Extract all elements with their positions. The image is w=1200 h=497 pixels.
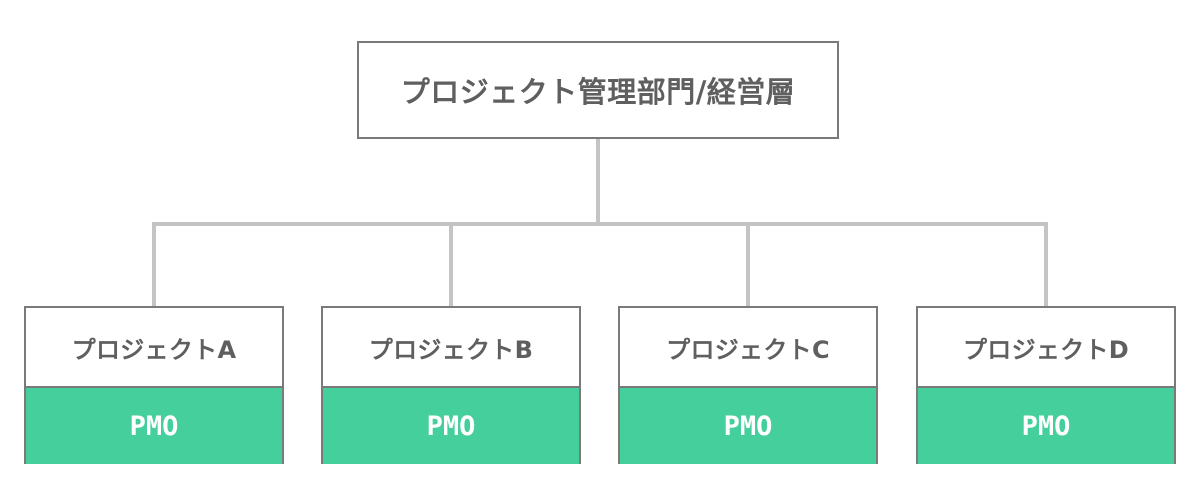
root-node: プロジェクト管理部門/経営層 — [357, 41, 839, 139]
project-node-c: プロジェクトC PMO — [618, 306, 878, 464]
project-c-label: プロジェクトC — [666, 335, 830, 364]
project-node-a: プロジェクトA PMO — [24, 306, 284, 464]
project-a-pmo: PMO — [26, 386, 282, 464]
project-c-pmo: PMO — [620, 386, 876, 464]
project-a-label: プロジェクトA — [71, 335, 237, 364]
project-d-pmo: PMO — [918, 386, 1174, 464]
project-node-d: プロジェクトD PMO — [916, 306, 1176, 464]
project-b-pmo: PMO — [323, 386, 579, 464]
project-node-b: プロジェクトB PMO — [321, 306, 581, 464]
root-node-label: プロジェクト管理部門/経営層 — [400, 75, 796, 109]
project-b-label: プロジェクトB — [368, 335, 534, 364]
project-d-label: プロジェクトD — [962, 335, 1130, 364]
